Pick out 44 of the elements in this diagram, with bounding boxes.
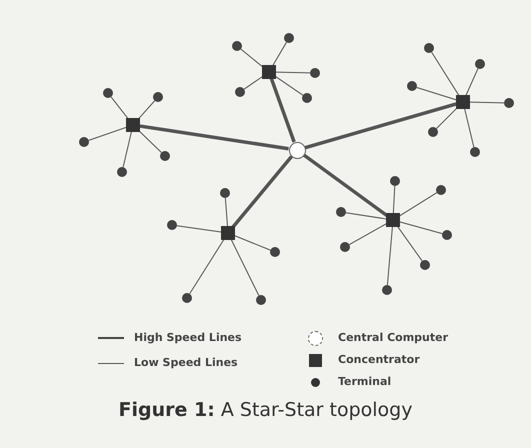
low-speed-line [464,108,474,148]
low-speed-line [230,238,260,296]
low-speed-line [416,87,457,100]
low-speed-line [345,212,387,220]
concentrator-square [386,213,400,227]
concentrator-square [262,65,276,79]
low-speed-line [470,102,504,104]
high-speed-line [140,124,289,150]
high-speed-line [304,102,457,150]
low-speed-line [431,52,460,97]
low-speed-line [224,197,228,227]
low-speed-line [189,238,225,294]
high-speed-line [302,154,388,218]
low-speed-line [436,106,459,129]
low-speed-line [272,42,287,66]
low-speed-line [276,72,310,74]
low-speed-line [176,225,222,232]
low-speed-line [122,131,132,168]
low-speed-line [274,75,304,96]
low-speed-line [398,192,438,217]
figure-caption: Figure 1: A Star-Star topology [118,398,412,423]
low-speed-line [348,222,388,246]
legend-label: High Speed Lines [134,330,242,346]
concentrator-square [221,226,235,240]
high-speed-line [231,155,293,229]
low-speed-line [234,235,271,251]
low-speed-line [465,68,478,96]
legend-label: Terminal [338,374,392,390]
low-speed-line [396,225,423,262]
high-speed-line [270,78,296,143]
concentrator-square [126,118,140,132]
low-speed-line [88,126,127,141]
low-speed-line [399,221,443,234]
low-speed-line [137,100,156,120]
low-speed-line [244,75,264,90]
legend-label: Central Computer [338,330,448,346]
concentrator-square [456,95,470,109]
low-speed-line [386,226,393,286]
legend-label: Concentrator [338,352,420,368]
legend-label: Low Speed Lines [134,355,238,371]
low-speed-line [138,129,162,154]
low-speed-line [392,186,396,214]
low-speed-line [110,96,130,120]
low-speed-line [240,48,264,68]
